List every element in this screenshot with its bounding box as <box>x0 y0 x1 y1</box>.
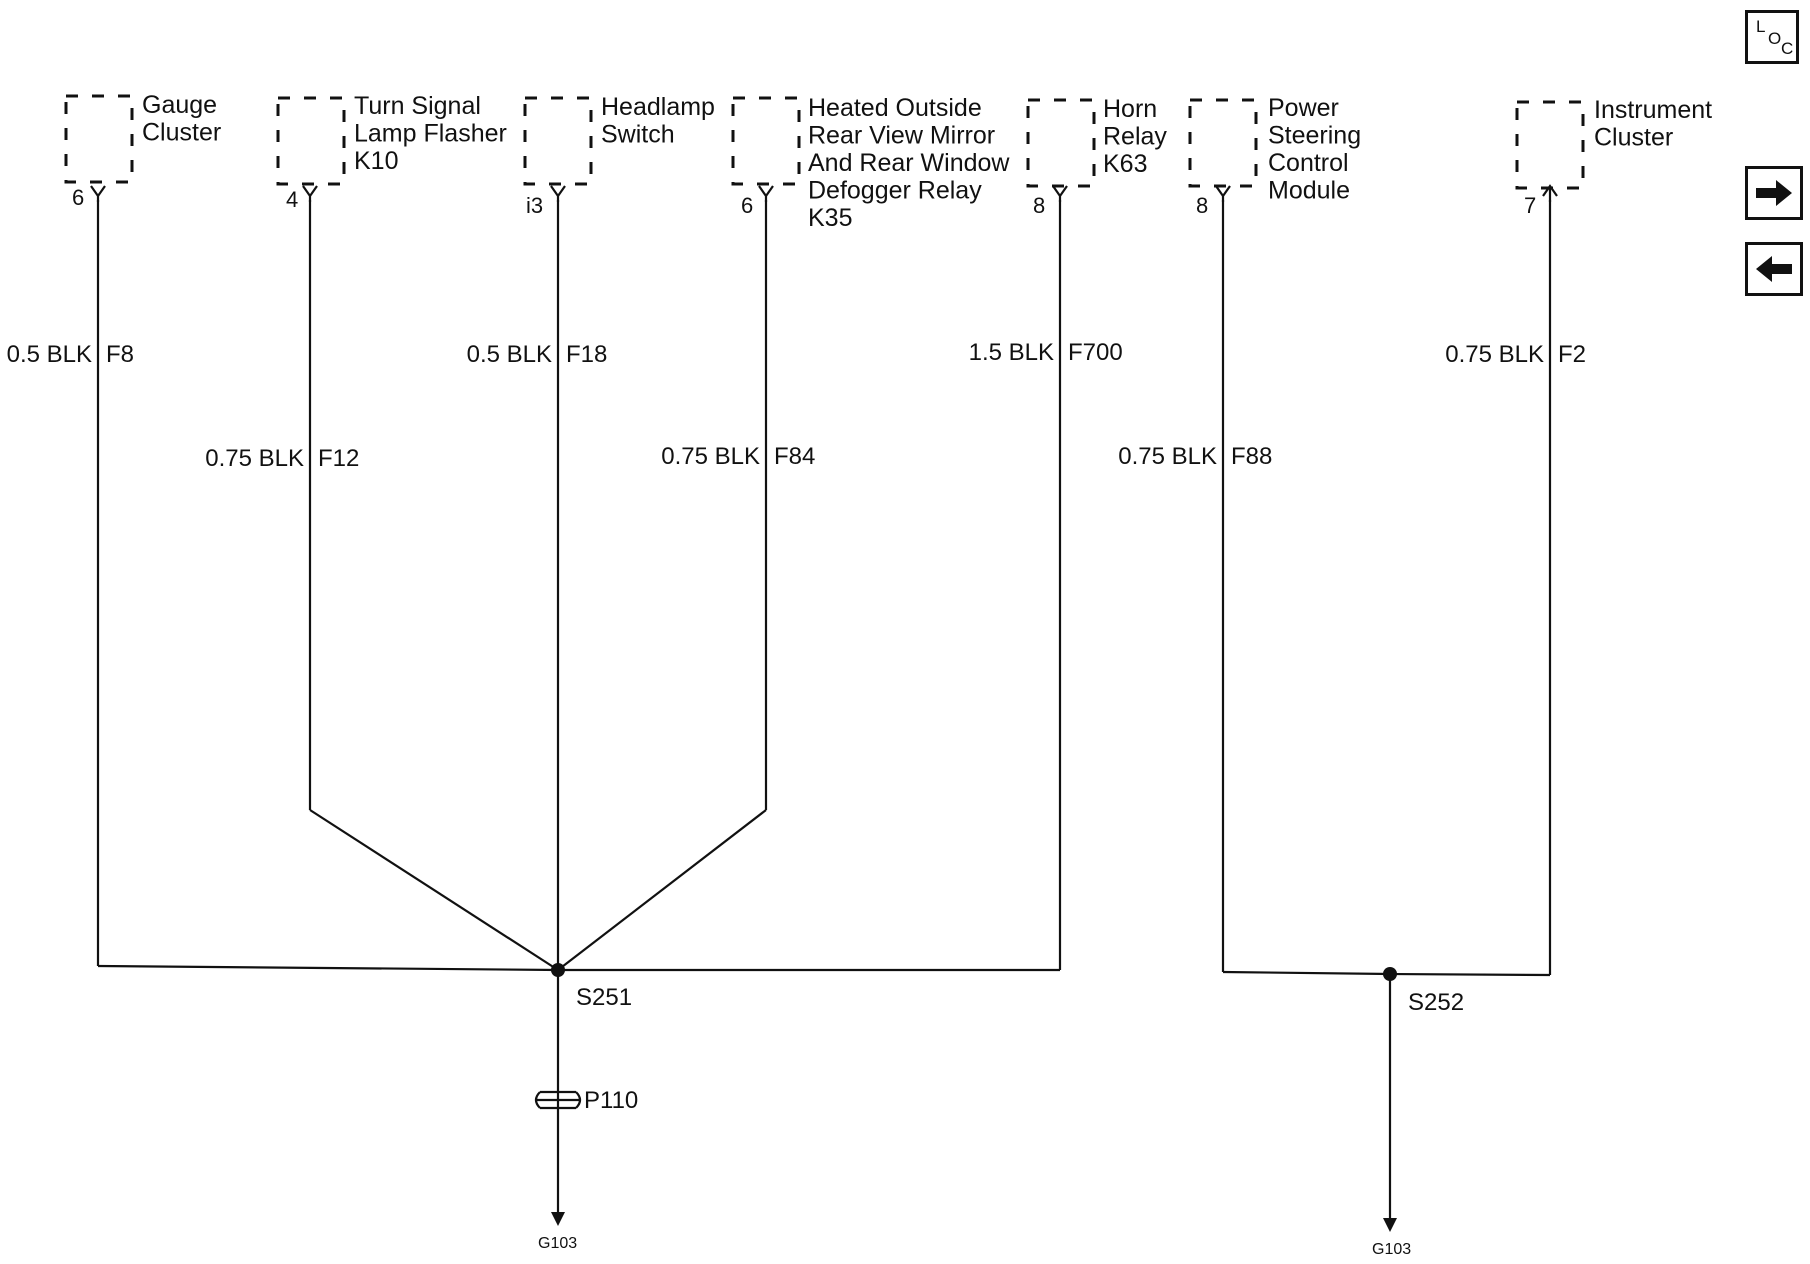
ground-arrow-left <box>551 1212 565 1226</box>
terminal-female-icon <box>550 185 566 202</box>
component-label-line: Steering <box>1268 122 1361 150</box>
splice-dot-s252 <box>1383 967 1397 981</box>
component-box <box>731 96 801 186</box>
wire-gauge-label: 0.5 BLK <box>7 341 92 368</box>
terminal-female-icon <box>90 185 106 202</box>
component-label-line: Module <box>1268 177 1350 205</box>
wire-gauge-label: 0.75 BLK <box>661 443 760 470</box>
arrow-right-icon <box>1756 180 1792 206</box>
wire-circuit-label: F84 <box>774 443 815 470</box>
wire-circuit-label: F88 <box>1231 443 1272 470</box>
component-label-line: And Rear Window <box>808 149 1010 177</box>
wire-gauge-label: 0.75 BLK <box>1445 341 1544 368</box>
splice-label-s252: S252 <box>1408 989 1464 1016</box>
wire-gauge-label: 0.75 BLK <box>1118 443 1217 470</box>
component-box <box>523 96 593 186</box>
component-label-line: Heated Outside <box>808 94 982 122</box>
pin-number: i3 <box>526 193 543 218</box>
splice-label-s251: S251 <box>576 984 632 1011</box>
terminal-female-icon <box>1052 185 1068 202</box>
component-label-line: Switch <box>601 121 675 149</box>
component-label-line: Lamp Flasher <box>354 120 507 148</box>
component-label-line: Power <box>1268 94 1339 122</box>
component-label-line: Headlamp <box>601 93 715 121</box>
component-label-line: Turn Signal <box>354 92 481 120</box>
wire-gauge-label: 0.75 BLK <box>205 445 304 472</box>
wire-circuit-label: F700 <box>1068 339 1123 366</box>
component-label-line: Rear View Mirror <box>808 122 995 150</box>
wire-circuit-label: F12 <box>318 445 359 472</box>
ground-label-right: G103 <box>1372 1241 1411 1258</box>
location-button[interactable]: L O C <box>1745 10 1799 64</box>
loc-letter-c: C <box>1781 39 1794 58</box>
previous-page-button[interactable] <box>1745 242 1803 296</box>
connector-p110-symbol <box>534 1090 582 1110</box>
ground-arrow-right <box>1383 1218 1397 1232</box>
wire-circuit-label: F2 <box>1558 341 1586 368</box>
wire-circuit-label: F18 <box>566 341 607 368</box>
component-box <box>1188 98 1258 188</box>
pin-number: 6 <box>741 193 753 218</box>
component-label-line: Horn <box>1103 95 1157 123</box>
component-label-line: Defogger Relay <box>808 177 982 205</box>
component-label-line: Cluster <box>1594 124 1673 152</box>
pin-number: 6 <box>72 185 84 210</box>
pin-number: 8 <box>1196 193 1208 218</box>
wires-layer <box>96 200 1552 1222</box>
pin-number: 7 <box>1524 193 1536 218</box>
component-label-line: Cluster <box>142 119 221 147</box>
wire-gauge-label: 0.5 BLK <box>467 341 552 368</box>
terminal-female-icon <box>1215 185 1231 202</box>
connector-label-p110: P110 <box>584 1087 638 1114</box>
wire-circuit-label: F8 <box>106 341 134 368</box>
component-label-line: Control <box>1268 149 1349 177</box>
pin-number: 8 <box>1033 193 1045 218</box>
pin-number: 4 <box>286 187 298 212</box>
splice-dot-s251 <box>551 963 565 977</box>
terminal-female-icon <box>758 185 774 202</box>
component-label-line: Instrument <box>1594 96 1712 124</box>
wire-labels-layer: 0.5 BLK F8 0.75 BLK F12 0.5 BLK F18 0.75 BLK F8… <box>7 339 1586 472</box>
component-label-line: K35 <box>808 204 852 232</box>
terminal-male-icon <box>1542 184 1558 202</box>
loc-letter-l: L <box>1756 17 1766 36</box>
wire-f12-merge <box>309 809 559 971</box>
component-label-line: K10 <box>354 147 398 175</box>
next-page-button[interactable] <box>1745 166 1803 220</box>
component-box <box>1026 98 1096 188</box>
bus-s251 <box>97 964 1060 972</box>
loc-letter-o: O <box>1768 29 1782 48</box>
ground-label-left: G103 <box>538 1235 577 1252</box>
component-label-line: K63 <box>1103 150 1147 178</box>
terminal-female-icon <box>302 185 318 202</box>
component-box <box>276 96 346 186</box>
arrow-left-icon <box>1756 256 1792 282</box>
component-label-line: Gauge <box>142 91 217 119</box>
wire-f84-merge <box>557 809 767 971</box>
component-box <box>64 94 134 184</box>
component-box <box>1515 100 1585 190</box>
component-label-line: Relay <box>1103 123 1167 151</box>
wire-gauge-label: 1.5 BLK <box>969 339 1054 366</box>
